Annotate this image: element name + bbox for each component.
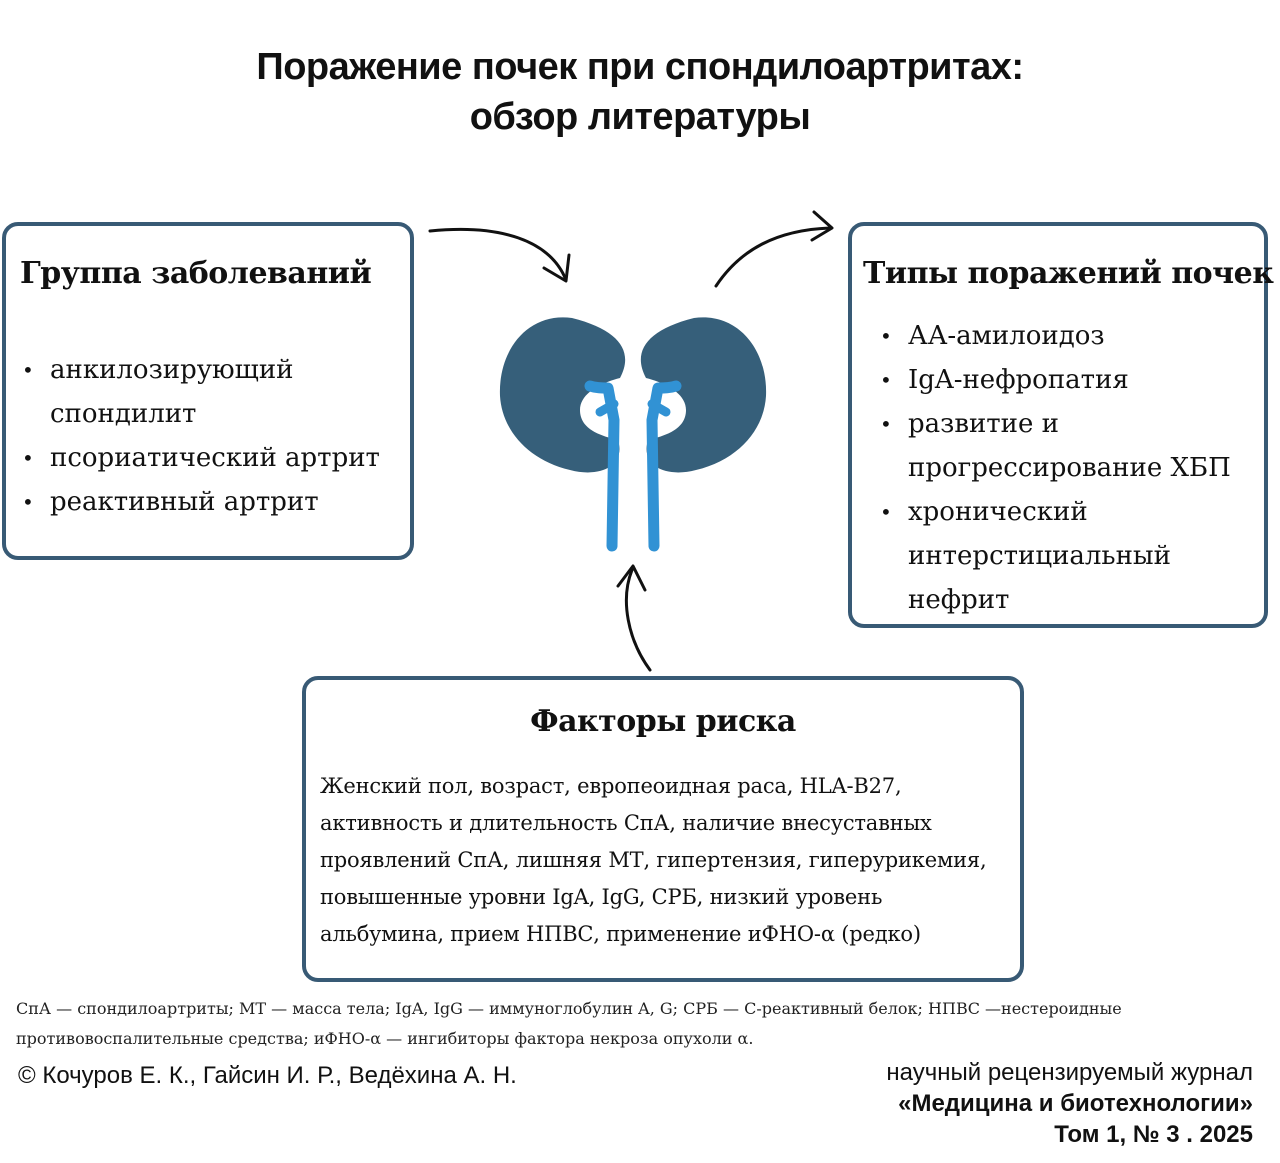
page-title: Поражение почек при спондилоартритах: об… (0, 42, 1280, 142)
journal-info: научный рецензируемый журнал «Медицина и… (886, 1057, 1253, 1150)
left-kidney-shape (499, 317, 626, 473)
title-line-2: обзор литературы (469, 96, 811, 138)
list-item: хронический интерстициальный нефрит (880, 490, 1250, 622)
kidneys-icon (499, 317, 767, 552)
arrow-to-kidneys-head (542, 253, 571, 283)
list-item: анкилозирующий спондилит (22, 348, 407, 436)
journal-name: «Медицина и биотехнологии» (898, 1090, 1253, 1117)
list-item: реактивный артрит (22, 480, 407, 524)
right-ureter (646, 380, 682, 552)
disease-group-heading: Группа заболеваний (20, 256, 372, 291)
arrow-from-risk-factors-head (616, 564, 647, 592)
title-line-1: Поражение почек при спондилоартритах: (256, 46, 1024, 88)
risk-factors-heading: Факторы риска (530, 704, 796, 739)
arrow-icon (428, 210, 834, 672)
left-ureter-branch (595, 399, 619, 417)
arrow-from-risk-factors (625, 568, 652, 672)
arrow-to-kidneys (428, 227, 568, 282)
disease-group-box: Группа заболеваний анкилозирующий спонди… (2, 222, 414, 560)
kidney-damage-list: АА-амилоидоз IgA-нефропатия развитие и п… (880, 314, 1250, 622)
right-kidney-shape (640, 317, 767, 473)
journal-issue: Том 1, № 3 . 2025 (1054, 1121, 1253, 1148)
disease-group-list: анкилозирующий спондилит псориатический … (22, 348, 407, 524)
list-item: АА-амилоидоз (880, 314, 1250, 358)
kidney-damage-heading: Типы поражений почек (863, 256, 1274, 291)
list-item: развитие и прогрессирование ХБП (880, 402, 1250, 490)
abbreviations-note: СпА — спондилоартриты; МТ — масса тела; … (16, 999, 1122, 1048)
journal-type: научный рецензируемый журнал (886, 1059, 1253, 1086)
arrow-to-kidney-damage (714, 226, 832, 288)
left-ureter (584, 380, 620, 552)
arrow-to-kidney-damage-head (810, 210, 834, 242)
list-item: IgA-нефропатия (880, 358, 1250, 402)
right-ureter-branch (647, 399, 671, 417)
authors: © Кочуров Е. К., Гайсин И. Р., Ведёхина … (18, 1062, 517, 1089)
kidney-damage-box: Типы поражений почек АА-амилоидоз IgA-не… (848, 222, 1274, 628)
risk-factors-text: Женский пол, возраст, европеоидная раса,… (320, 774, 987, 946)
risk-factors-box: Факторы риска Женский пол, возраст, евро… (302, 676, 1024, 982)
list-item: псориатический артрит (22, 436, 407, 480)
